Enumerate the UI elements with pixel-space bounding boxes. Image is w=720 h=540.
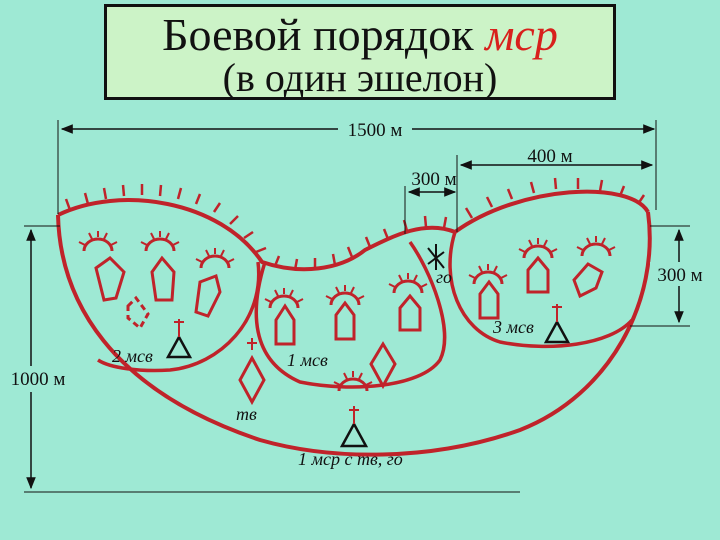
tank-diamond-icon <box>369 341 397 390</box>
company-2-label: 2 мсв <box>112 346 153 366</box>
title-accent: мср <box>485 9 558 60</box>
front-line-ticks <box>64 177 646 271</box>
front-line <box>57 189 650 272</box>
vehicle-shield <box>274 303 296 346</box>
vehicle-icon <box>264 288 304 309</box>
outer-area-boundary <box>56 211 652 457</box>
depth-label: 300 м <box>657 265 702 286</box>
tank-platoon-label: тв <box>236 404 257 424</box>
vehicle-shield <box>478 279 500 320</box>
vehicle-icon <box>333 371 373 392</box>
title-box: Боевой порядок мср (в один эшелон) <box>104 4 616 100</box>
grenade-launcher-icon <box>427 244 445 270</box>
grenade-launcher-label: го <box>436 267 452 287</box>
company-3-label: 3 мсв <box>492 317 534 337</box>
tank-icons <box>238 338 397 406</box>
vehicle-icon <box>195 248 235 269</box>
tank-diamond-icon <box>238 354 266 406</box>
vehicle-shield <box>526 255 550 294</box>
total-depth-label: 1000 м <box>11 369 66 390</box>
vehicle-shield <box>194 274 222 318</box>
vehicle-icon <box>140 231 180 252</box>
command-posts <box>165 304 571 448</box>
company-3-area-boundary <box>448 231 634 349</box>
depth-label-bg <box>650 262 714 286</box>
vehicle-icons <box>78 231 616 392</box>
dashed-shield <box>126 295 150 331</box>
company-hq-label: 1 мср с тв, го <box>298 449 403 469</box>
total-width-label-bg <box>338 116 412 142</box>
vehicle-icon <box>325 285 365 306</box>
company-1-area-boundary <box>254 240 447 389</box>
vehicle-icon <box>78 231 118 252</box>
vehicle-icon <box>388 273 428 294</box>
title-line-2: (в один эшелон) <box>222 55 498 100</box>
company-2-area-boundary <box>97 261 261 373</box>
vehicle-icon <box>518 238 558 259</box>
vehicle-shield <box>94 256 126 302</box>
command-post-2-icon <box>165 319 193 359</box>
vehicle-shield <box>334 300 356 341</box>
vehicle-icon <box>576 236 616 257</box>
company-1-label: 1 мсв <box>287 350 328 370</box>
vehicle-shield <box>150 255 176 302</box>
total-depth-label-bg <box>0 366 76 392</box>
gap-width-label: 300 м <box>411 169 456 190</box>
total-width-label: 1500 м <box>348 120 403 141</box>
title-line-1: Боевой порядок мср <box>107 11 613 59</box>
flank-width-label: 400 м <box>527 146 572 167</box>
title-main: Боевой порядок <box>162 9 474 60</box>
vehicle-shield <box>572 262 604 299</box>
vehicle-shield <box>398 293 422 332</box>
command-post-3-icon <box>543 304 571 344</box>
vehicle-icon <box>468 264 508 285</box>
command-post-hq-icon <box>339 406 369 448</box>
